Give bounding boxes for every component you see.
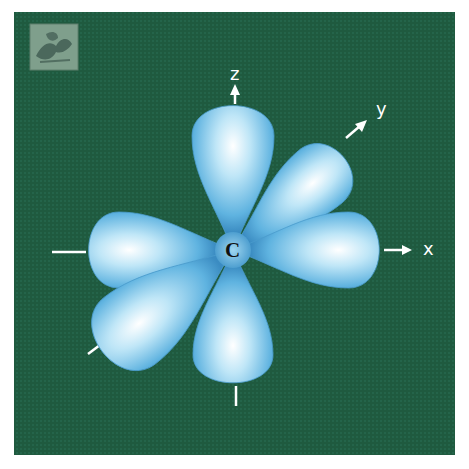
nucleus: [215, 232, 251, 268]
atom-label: C: [225, 240, 240, 261]
axis-label: x: [423, 240, 434, 258]
axes: [52, 84, 412, 406]
orbital-lobe: [192, 106, 274, 250]
axis-label: z: [230, 65, 239, 83]
inset-thumbnail: [30, 24, 78, 70]
axis-label: y: [376, 100, 387, 118]
orbital-lobe: [233, 212, 379, 288]
orbital-lobe: [77, 217, 259, 385]
orbital-lobes: [77, 106, 380, 385]
background-panel: [14, 12, 455, 455]
